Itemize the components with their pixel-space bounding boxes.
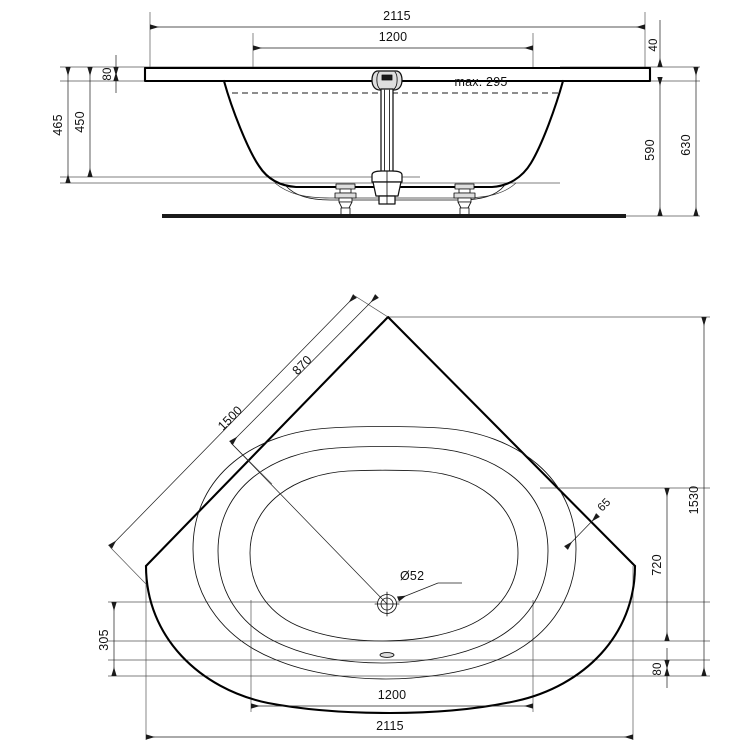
dim-outer-depth: 465 bbox=[51, 67, 71, 183]
dim-section-inner-width: 1200 bbox=[253, 30, 533, 51]
floor-line bbox=[162, 214, 626, 218]
dim-label-1200-bottom: 1200 bbox=[378, 688, 407, 702]
section-view-group: 2115 1200 40 80 465 bbox=[51, 9, 700, 218]
plan-centre-diagonal bbox=[230, 442, 388, 605]
dim-plan-rear-offset: 80 bbox=[652, 648, 670, 688]
plan-view-group: Ø52 1500 870 65 bbox=[97, 294, 710, 740]
dim-plan-overall-width: 2115 bbox=[146, 719, 633, 740]
dim-label-80-bottom: 80 bbox=[652, 662, 664, 675]
label-max-295: max. 295 bbox=[454, 75, 507, 89]
dim-label-465: 465 bbox=[51, 114, 65, 135]
dim-inner-depth: 450 bbox=[73, 67, 93, 177]
dim-label-drain: Ø52 bbox=[400, 569, 424, 583]
bath-leg-right bbox=[453, 183, 476, 217]
dim-label-1500: 1500 bbox=[215, 403, 245, 433]
dim-total-height: 630 bbox=[679, 67, 699, 216]
dim-label-870: 870 bbox=[290, 353, 315, 378]
dim-foot-height: 590 bbox=[643, 77, 663, 216]
dim-label-65: 65 bbox=[596, 496, 614, 514]
dim-section-overall-width: 2115 bbox=[150, 9, 645, 30]
dim-diagonal-1500: 1500 bbox=[108, 294, 389, 585]
bath-leg-left bbox=[334, 183, 357, 217]
dim-label-2115-top: 2115 bbox=[383, 9, 411, 23]
dim-label-630: 630 bbox=[679, 134, 693, 155]
dim-plan-corner-depth: 720 bbox=[650, 488, 670, 641]
dim-label-720: 720 bbox=[650, 554, 664, 575]
dim-label-450: 450 bbox=[73, 111, 87, 132]
dim-label-2115-bottom: 2115 bbox=[376, 719, 404, 733]
dim-label-1530: 1530 bbox=[687, 486, 701, 515]
dim-label-590: 590 bbox=[643, 139, 657, 160]
dim-overflow-offset: 80 bbox=[102, 55, 119, 93]
dim-label-1200-top: 1200 bbox=[379, 30, 408, 44]
dim-label-40: 40 bbox=[648, 38, 660, 51]
dim-plan-inner-width: 1200 bbox=[251, 688, 533, 709]
plan-extension-lines bbox=[108, 316, 710, 740]
dim-plan-overall-depth: 1530 bbox=[687, 317, 707, 676]
overflow-outlet-plan bbox=[379, 652, 395, 658]
tub-plan-well-outlines bbox=[217, 446, 549, 664]
dim-plan-front-offset: 305 bbox=[97, 602, 117, 676]
dim-label-80-top: 80 bbox=[102, 67, 114, 80]
dim-label-305: 305 bbox=[97, 629, 111, 650]
waste-overflow-assembly bbox=[371, 70, 403, 205]
dim-rim-thickness: 40 bbox=[648, 20, 663, 67]
drain-leader: Ø52 bbox=[397, 569, 462, 602]
